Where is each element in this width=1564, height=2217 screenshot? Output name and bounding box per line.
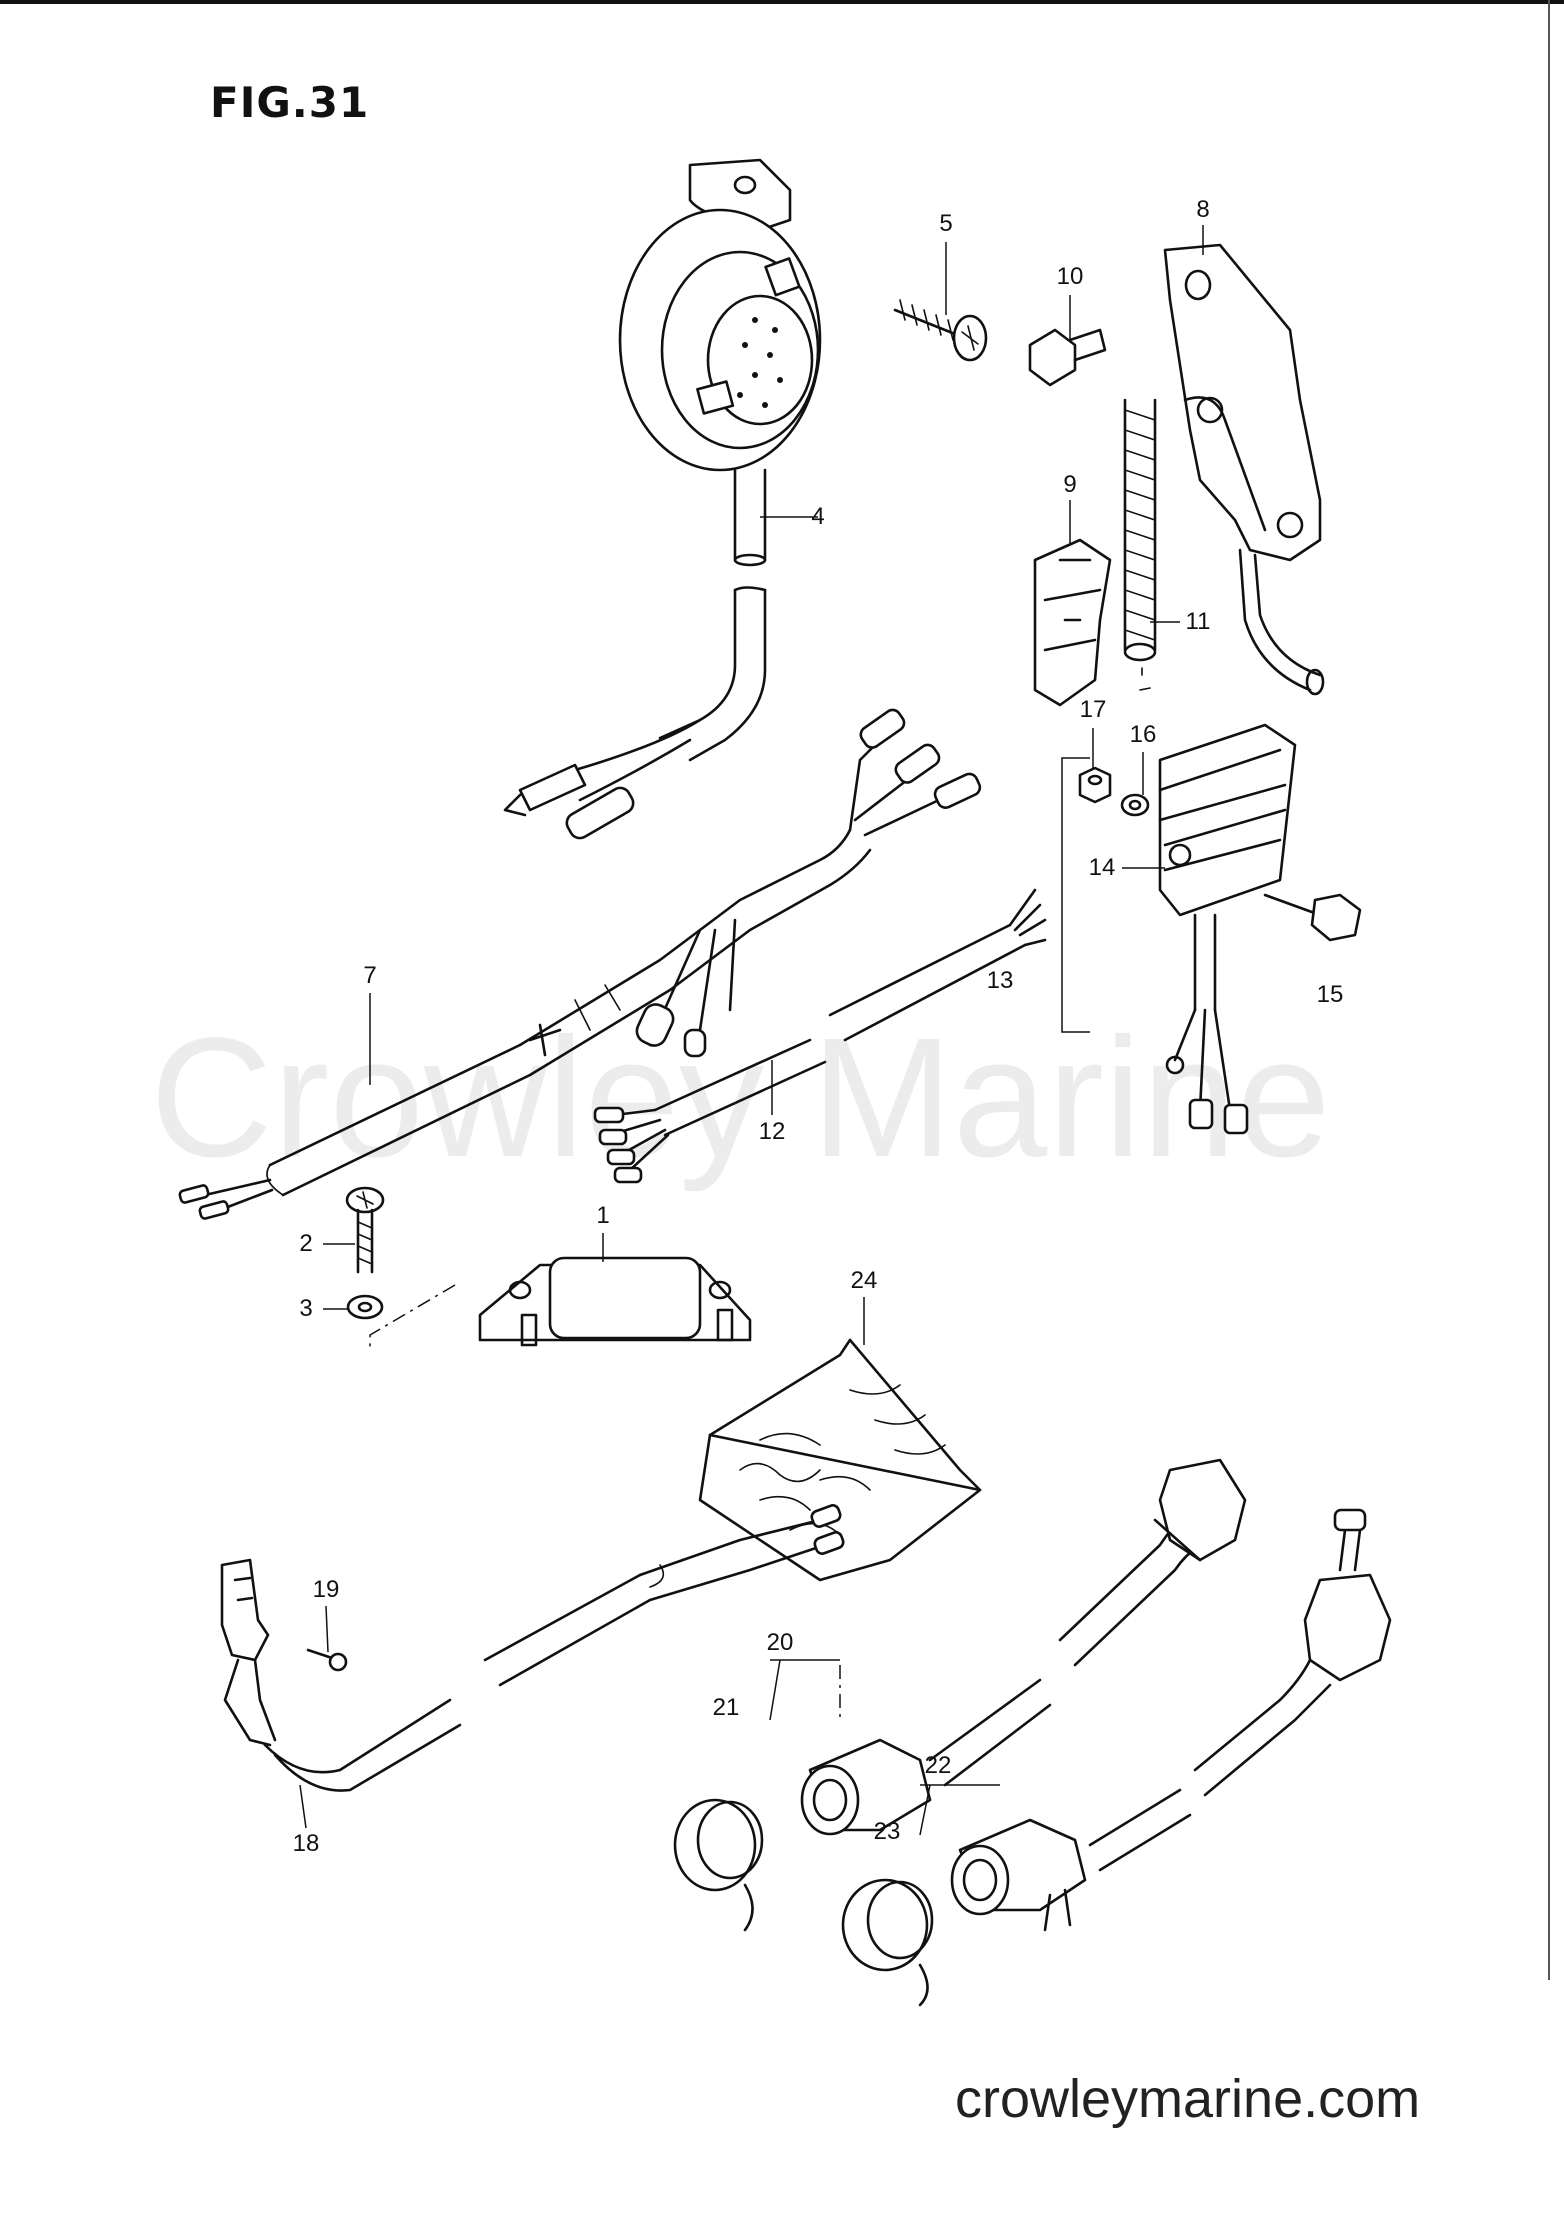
- part-16-washer: [1120, 793, 1150, 817]
- part-22-connector: [919, 1508, 1392, 1932]
- part-3-washer: [346, 1294, 384, 1320]
- callout-21: 21: [712, 1694, 740, 1721]
- part-5-screw: [893, 299, 988, 362]
- callout-5: 5: [939, 210, 953, 237]
- part-11-spiral-wrap: [1123, 398, 1157, 691]
- leader-lines: [299, 225, 1204, 1829]
- callout-22: 22: [924, 1752, 952, 1779]
- callout-8: 8: [1196, 196, 1210, 223]
- callout-13: 13: [986, 967, 1014, 994]
- part-7-harness: [178, 708, 982, 1220]
- callout-20: 20: [766, 1629, 794, 1656]
- callout-18: 18: [292, 1830, 320, 1857]
- callout-1: 1: [596, 1202, 610, 1229]
- callout-15: 15: [1316, 981, 1344, 1008]
- callout-3: 3: [299, 1295, 313, 1322]
- callout-24: 24: [850, 1267, 878, 1294]
- part-10-bolt: [1028, 328, 1107, 387]
- callout-16: 16: [1129, 721, 1157, 748]
- footer-site-url[interactable]: crowleymarine.com: [955, 2069, 1421, 2129]
- right-border-line: [1548, 0, 1550, 1980]
- figure-title: FIG.31: [210, 78, 370, 127]
- callout-19: 19: [312, 1576, 340, 1603]
- part-12-cable: [593, 888, 1047, 1184]
- callout-12: 12: [758, 1118, 786, 1145]
- bracket-13: [1061, 757, 1090, 1033]
- part-23-cap: [841, 1878, 934, 2007]
- callout-10: 10: [1056, 263, 1084, 290]
- callout-9: 9: [1063, 471, 1077, 498]
- part-24-packet: [698, 1338, 982, 1582]
- callout-11: 11: [1185, 608, 1211, 635]
- part-21-cap: [673, 1659, 840, 1932]
- part-2-screw: [345, 1186, 385, 1274]
- part-8-sensor: [1163, 243, 1325, 696]
- part-19-screw: [306, 1648, 348, 1672]
- part-18-switch-cable: [220, 1504, 845, 1792]
- part-14-regulator: [1158, 723, 1297, 1135]
- part-4-coil-housing: [503, 158, 822, 840]
- part-17-nut: [1078, 766, 1112, 804]
- callout-7: 7: [363, 962, 377, 989]
- part-20-connector: [800, 1458, 1247, 1836]
- part-9-clip: [1033, 538, 1112, 707]
- callout-2: 2: [299, 1230, 313, 1257]
- part-1-cdi-unit: [369, 1256, 752, 1350]
- part-15-bolt: [1263, 893, 1362, 942]
- callout-4: 4: [811, 503, 825, 530]
- watermark-text: Crowley Marine: [150, 1003, 1331, 1193]
- callout-23: 23: [873, 1818, 901, 1845]
- callout-17: 17: [1079, 696, 1107, 723]
- callout-14: 14: [1088, 854, 1116, 881]
- top-border-line: [0, 0, 1564, 4]
